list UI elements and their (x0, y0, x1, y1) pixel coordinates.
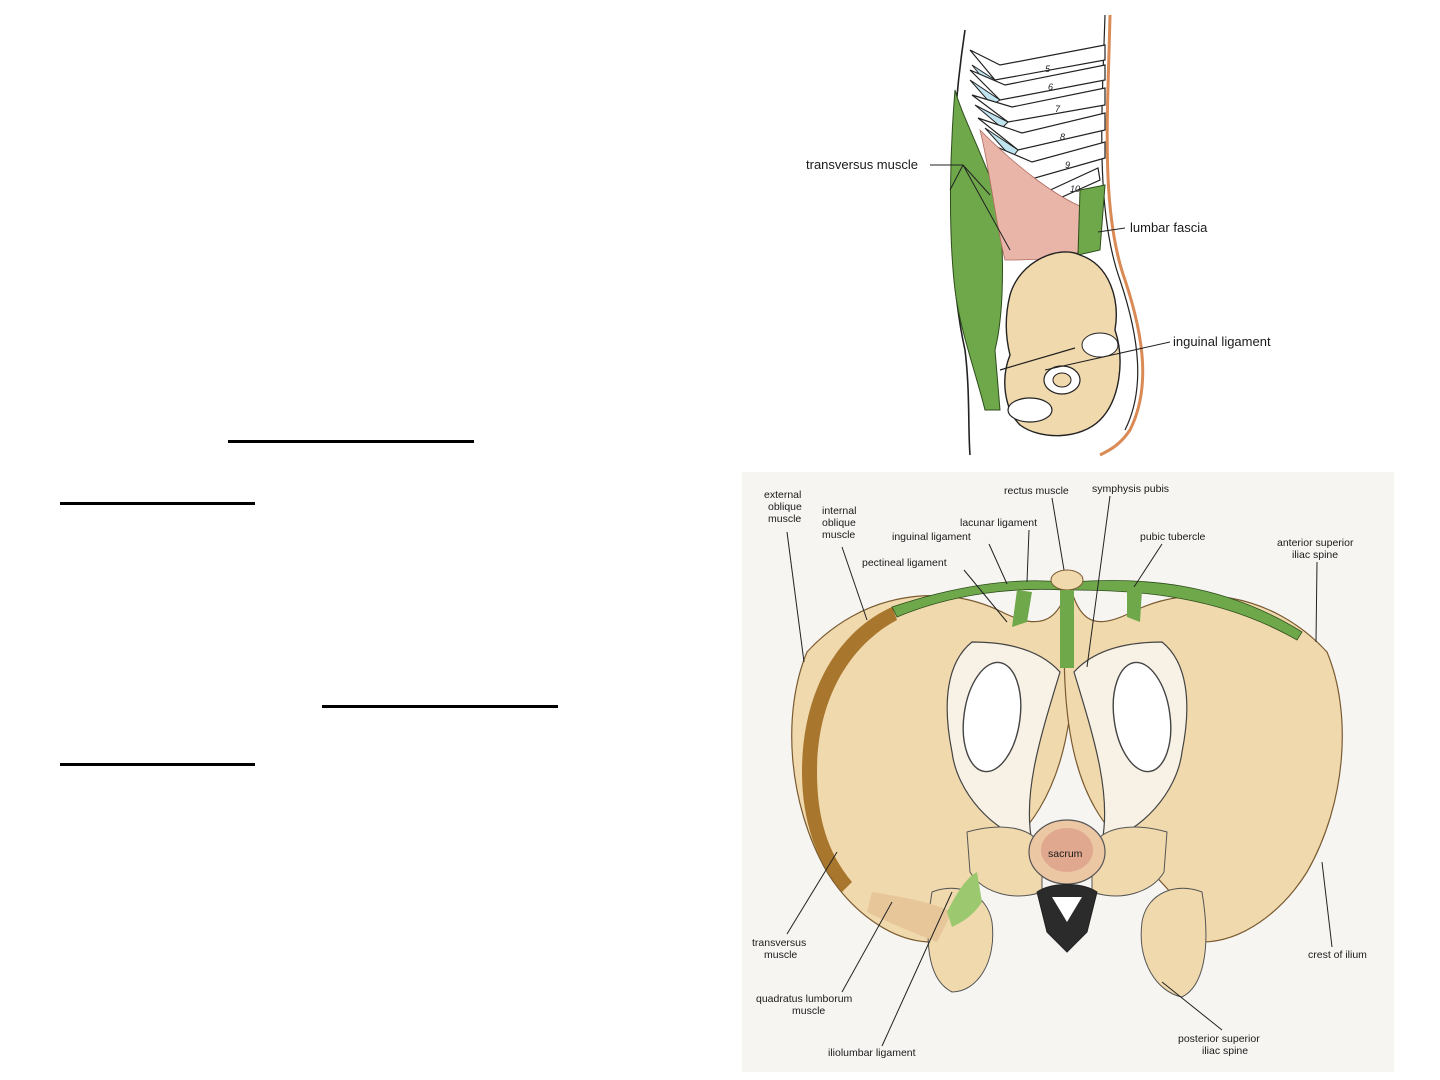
blank-line-4 (60, 763, 255, 766)
lumbar-fascia (1077, 184, 1106, 256)
back-outline (1099, 14, 1145, 457)
iliolumbar-ligament (947, 872, 982, 927)
label-pubic-tubercle: pubic tubercle (1140, 531, 1206, 543)
blank-line-2 (60, 502, 255, 505)
lacunar-ligament (1012, 590, 1032, 627)
transversus-muscle (949, 89, 1003, 411)
label-iliolumbar: iliolumbar ligament (828, 1047, 916, 1059)
quadratus-lumborum-muscle (867, 892, 952, 942)
linea-alba (1060, 590, 1074, 668)
rectus-muscle (1050, 569, 1084, 591)
rib-number-10: 10 (1070, 184, 1080, 194)
label-lumbar-fascia: lumbar fascia (1130, 220, 1208, 235)
label-rectus-muscle: rectus muscle (1004, 485, 1069, 497)
inguinal-ligament (999, 347, 1076, 371)
left-obturator-foramen (962, 661, 1022, 773)
blank-line-3 (322, 705, 558, 708)
rib-number-9: 9 (1065, 160, 1070, 170)
label-inguinal-ligament: inguinal ligament (1173, 334, 1271, 349)
rib-number-6: 6 (1048, 82, 1053, 92)
label-symphysis-pubis: symphysis pubis (1092, 483, 1169, 495)
label-lacunar-ligament: lacunar ligament (960, 517, 1037, 529)
abdominal-wall-diagram: 5 6 7 8 9 10 transversus muscle lumbar f… (806, 14, 1271, 457)
rib-number-8: 8 (1060, 132, 1065, 142)
label-crest-of-ilium: crest of ilium (1308, 949, 1367, 961)
rib-number-7: 7 (1055, 104, 1061, 114)
pubic-ligament-right (1127, 590, 1142, 622)
pelvis-lateral (1004, 251, 1121, 437)
ribs (969, 44, 1106, 211)
oblique-muscle-band (802, 607, 897, 892)
label-pectineal-ligament: pectineal ligament (862, 557, 947, 569)
rib-number-5: 5 (1045, 64, 1051, 74)
label-inguinal-ligament-bottom: inguinal ligament (892, 531, 971, 543)
label-transversus-muscle: transversus muscle (806, 157, 918, 172)
right-posterior-ilium (1140, 887, 1207, 998)
label-sacrum: sacrum (1048, 848, 1083, 860)
right-obturator-foramen (1112, 661, 1172, 773)
blank-line-1 (228, 440, 474, 443)
